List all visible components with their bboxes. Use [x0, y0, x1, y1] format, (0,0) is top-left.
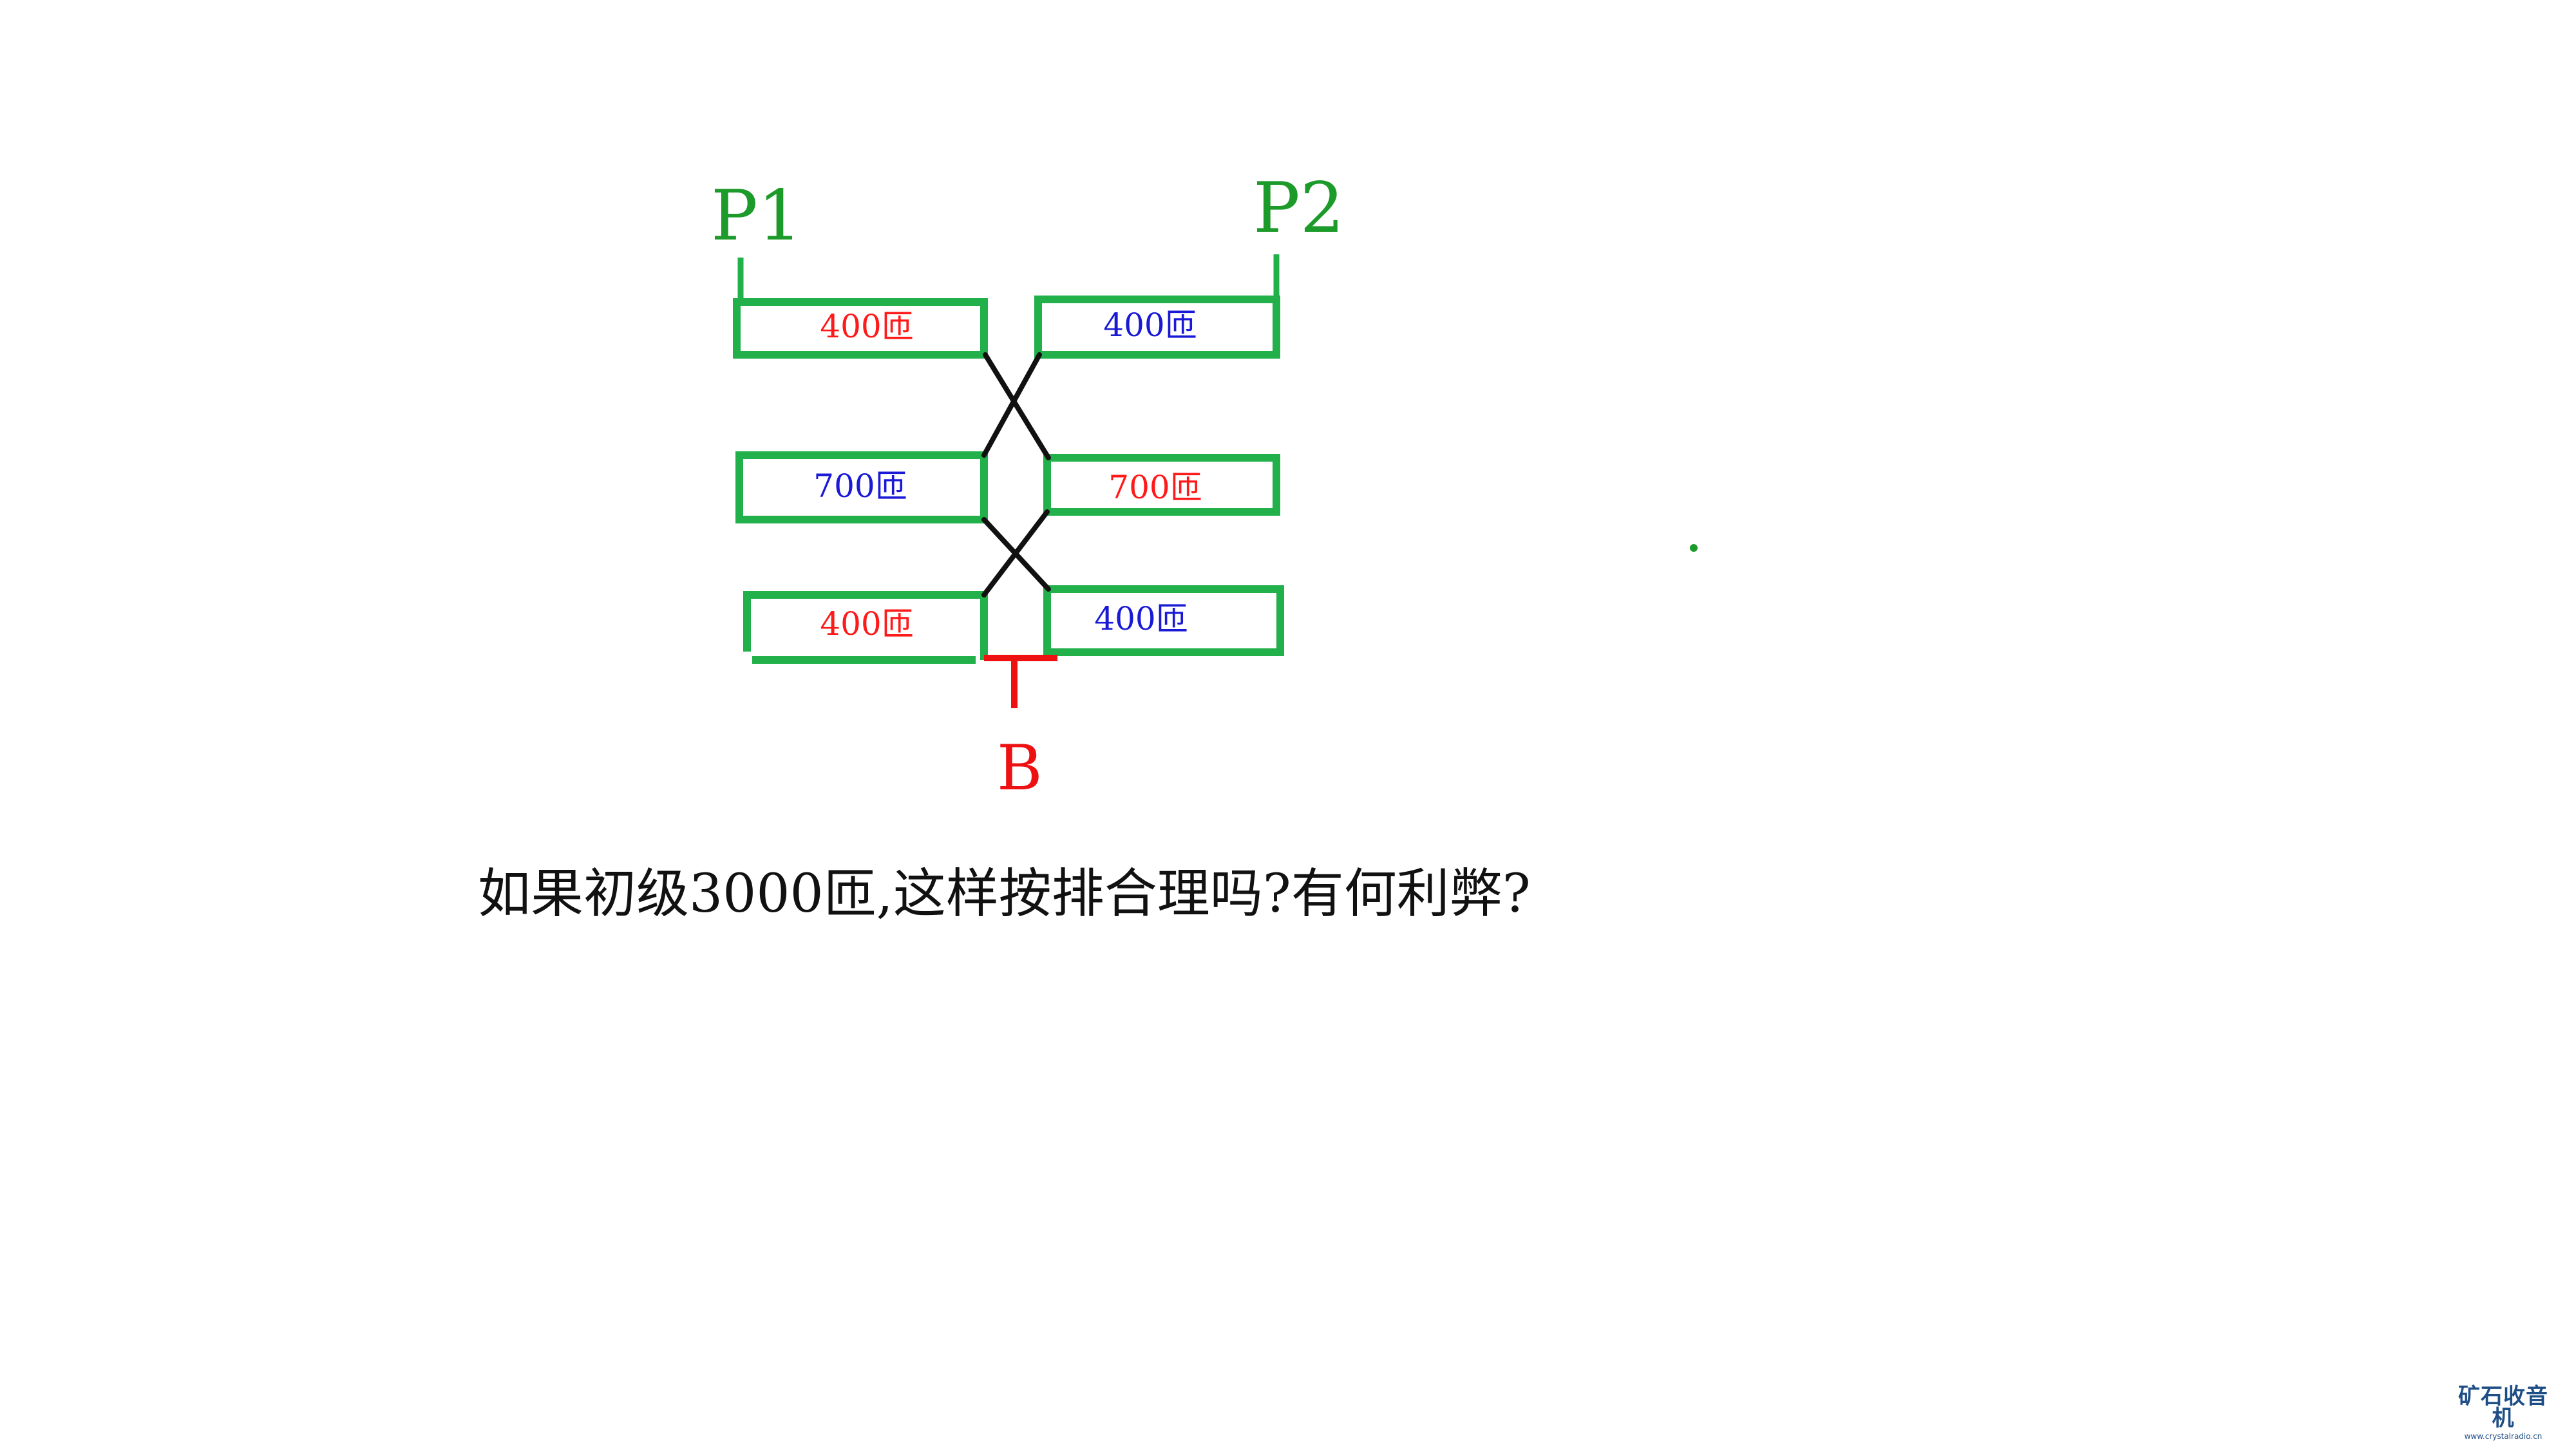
- site-watermark: 矿石收音机 www.crystalradio.cn: [2448, 1386, 2558, 1440]
- coil-box-right-top: [1034, 296, 1280, 359]
- coil-label-right-middle: 700匝: [1108, 469, 1202, 506]
- coil-box-left-bottom: [743, 591, 988, 664]
- cross-wires: [981, 352, 1051, 597]
- terminal-label-b: B: [997, 732, 1043, 804]
- terminal-label-p1: P1: [711, 176, 802, 256]
- coil-label-right-top: 400匝: [1103, 306, 1197, 344]
- coil-label-left-bottom: 400匝: [820, 605, 913, 643]
- coil-box-right-bottom: [1043, 585, 1284, 656]
- terminal-label-p2: P2: [1253, 168, 1344, 249]
- coil-box-left-middle: [735, 451, 988, 523]
- coil-box-left-top: [733, 298, 988, 359]
- cross-wire-2: [981, 352, 1042, 458]
- coil-label-left-middle: 700匝: [813, 467, 907, 505]
- coil-label-right-bottom: 400匝: [1094, 600, 1188, 637]
- coil-box-right-middle: [1043, 454, 1280, 516]
- watermark-url: www.crystalradio.cn: [2464, 1432, 2543, 1441]
- coil-label-left-top: 400匝: [820, 308, 913, 345]
- cross-wire-1: [983, 352, 1051, 460]
- watermark-title: 矿石收音机: [2458, 1384, 2548, 1431]
- b-tap-marker: [984, 655, 1057, 708]
- stray-dot: [1690, 544, 1698, 552]
- cross-wire-4: [981, 509, 1050, 597]
- question-text: 如果初级3000匝,这样按排合理吗?有何利弊?: [478, 863, 1531, 925]
